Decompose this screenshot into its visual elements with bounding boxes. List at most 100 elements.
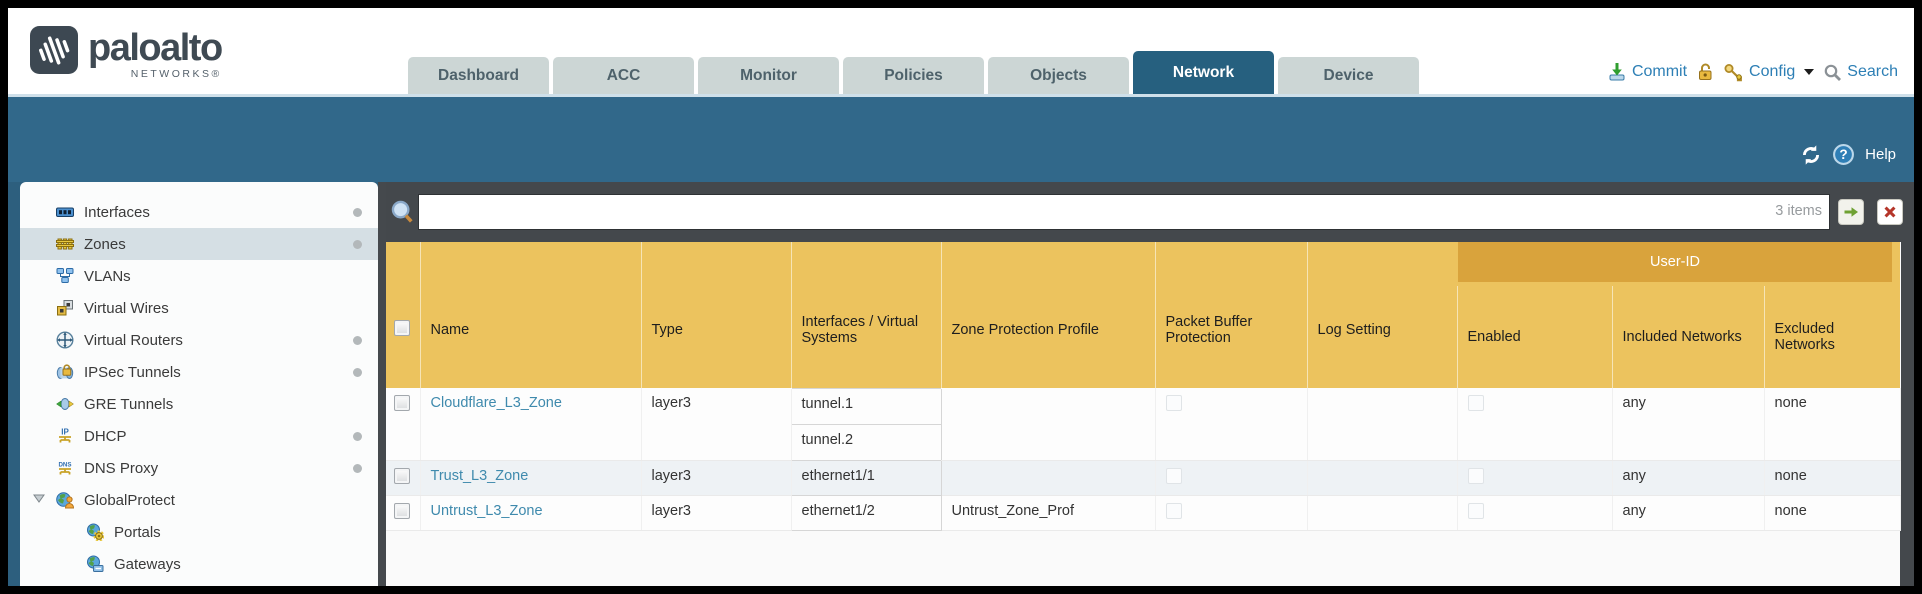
ipsec-tunnels-icon (56, 364, 74, 379)
sidebar-item-label: Virtual Wires (84, 299, 169, 317)
user-id-enabled-checkbox (1467, 467, 1484, 484)
column-header-zone-protection-profile[interactable]: Zone Protection Profile (940, 242, 1155, 388)
paloalto-logo: paloalto NETWORKS® (30, 26, 223, 80)
zones-table-container: Name Type Interfaces / Virtual Systems Z… (386, 242, 1901, 586)
column-header-type[interactable]: Type (640, 242, 791, 388)
portals-icon (87, 523, 104, 541)
sidebar-item-dns-proxy[interactable]: DNS DNS Proxy (20, 452, 378, 484)
nav-dot (353, 464, 362, 473)
sidebar-item-dhcp[interactable]: IP DHCP (20, 420, 378, 452)
vlans-icon (56, 268, 74, 283)
zone-name-link[interactable]: Cloudflare_L3_Zone (430, 395, 562, 411)
tab-dashboard[interactable]: Dashboard (408, 57, 549, 94)
zones-icon (56, 238, 74, 250)
included-networks: any (1612, 388, 1765, 461)
packet-buffer-protection-checkbox (1165, 395, 1182, 411)
zone-name-link[interactable]: Untrust_L3_Zone (430, 502, 543, 519)
excluded-networks: none (1764, 388, 1901, 461)
select-all-checkbox[interactable] (394, 320, 410, 336)
sidebar-item-portals[interactable]: Portals (20, 516, 378, 548)
row-checkbox[interactable] (394, 395, 410, 411)
log-setting (1307, 388, 1458, 461)
table-row[interactable]: Untrust_L3_Zone layer3 ethernet1/2 Untru… (386, 494, 1901, 531)
sidebar-item-globalprotect[interactable]: GlobalProtect (20, 484, 378, 516)
help-label[interactable]: Help (1865, 146, 1896, 163)
column-header-name[interactable]: Name (419, 242, 641, 388)
zone-interface[interactable]: ethernet1/1 (790, 459, 942, 496)
tab-monitor[interactable]: Monitor (698, 57, 839, 94)
log-setting (1307, 460, 1458, 496)
zone-interface[interactable]: tunnel.1 (790, 387, 942, 425)
red-x-icon (1884, 206, 1896, 218)
tab-network[interactable]: Network (1133, 51, 1274, 94)
sidebar-item-label: DNS Proxy (84, 459, 159, 477)
virtual-routers-icon (56, 331, 74, 349)
user-id-enabled-checkbox (1467, 395, 1484, 411)
tab-policies[interactable]: Policies (843, 57, 984, 94)
network-sidebar: Interfaces Zones (20, 182, 378, 586)
included-networks: any (1612, 495, 1765, 531)
chevron-down-icon (1804, 69, 1815, 75)
row-checkbox[interactable] (394, 467, 410, 484)
zone-protection-profile (941, 388, 1156, 461)
zone-interface[interactable]: tunnel.2 (790, 423, 942, 461)
row-checkbox[interactable] (394, 502, 410, 519)
tab-device[interactable]: Device (1278, 57, 1419, 94)
commit-button[interactable]: Commit (1607, 62, 1687, 82)
sidebar-item-gre-tunnels[interactable]: GRE Tunnels (20, 388, 378, 420)
user-id-enabled-checkbox (1467, 502, 1484, 519)
apply-filter-button[interactable] (1838, 199, 1864, 225)
config-icon (1724, 64, 1742, 82)
svg-text:?: ? (1839, 147, 1847, 162)
sidebar-item-gateways[interactable]: Gateways (20, 548, 378, 580)
top-header-bar: paloalto NETWORKS® Dashboard ACC Monitor… (8, 8, 1914, 94)
column-header-interfaces[interactable]: Interfaces / Virtual Systems (790, 242, 941, 388)
config-menu[interactable]: Config (1723, 62, 1815, 82)
sidebar-splitter[interactable] (378, 182, 386, 586)
column-header-included-networks[interactable]: Included Networks (1611, 286, 1764, 388)
refresh-icon[interactable] (1800, 144, 1822, 166)
filter-input[interactable] (418, 194, 1830, 230)
nav-dot (353, 208, 362, 217)
sidebar-item-label: IPSec Tunnels (84, 363, 181, 381)
select-all-cell (386, 242, 420, 388)
sidebar-item-virtual-wires[interactable]: Virtual Wires (20, 292, 378, 324)
clear-filter-button[interactable] (1877, 199, 1903, 225)
column-header-enabled[interactable]: Enabled (1456, 286, 1612, 388)
virtual-wires-icon (57, 300, 73, 316)
expander-triangle-icon[interactable] (33, 494, 45, 503)
sidebar-item-label: DHCP (84, 427, 127, 445)
sidebar-item-label: Zones (84, 235, 126, 253)
sidebar-item-interfaces[interactable]: Interfaces (20, 196, 378, 228)
sidebar-item-ipsec-tunnels[interactable]: IPSec Tunnels (20, 356, 378, 388)
zones-table: Name Type Interfaces / Virtual Systems Z… (386, 242, 1901, 531)
dns-proxy-icon: DNS (58, 462, 72, 475)
search-button[interactable]: Search (1823, 63, 1898, 82)
packet-buffer-protection-checkbox (1165, 467, 1182, 484)
table-row-subrow[interactable]: tunnel.2 (386, 423, 1900, 461)
column-header-packet-buffer-protection[interactable]: Packet Buffer Protection (1154, 242, 1307, 388)
table-row[interactable]: Cloudflare_L3_Zone layer3 tunnel.1 any n… (386, 387, 1901, 461)
zone-name-link[interactable]: Trust_L3_Zone (430, 467, 529, 484)
column-header-log-setting[interactable]: Log Setting (1306, 242, 1457, 388)
lock-icon[interactable] (1696, 62, 1714, 82)
tab-objects[interactable]: Objects (988, 57, 1129, 94)
sidebar-item-virtual-routers[interactable]: Virtual Routers (20, 324, 378, 356)
zone-type: layer3 (641, 388, 792, 461)
filter-bar: 3 items (386, 182, 1914, 242)
tab-acc[interactable]: ACC (553, 57, 694, 94)
zone-interface[interactable]: ethernet1/2 (790, 494, 942, 531)
zone-type: layer3 (641, 495, 792, 531)
sidebar-item-zones[interactable]: Zones (20, 228, 378, 260)
help-icon[interactable]: ? (1832, 143, 1855, 166)
sidebar-item-label: Portals (114, 523, 161, 541)
table-row[interactable]: Trust_L3_Zone layer3 ethernet1/1 any non… (386, 459, 1901, 496)
zone-type: layer3 (641, 460, 792, 496)
sidebar-item-vlans[interactable]: VLANs (20, 260, 378, 292)
svg-text:DNS: DNS (58, 462, 71, 469)
nav-dot (353, 240, 362, 249)
search-icon (1824, 64, 1842, 81)
filter-search-icon[interactable] (390, 199, 416, 225)
column-header-excluded-networks[interactable]: Excluded Networks (1763, 286, 1901, 388)
